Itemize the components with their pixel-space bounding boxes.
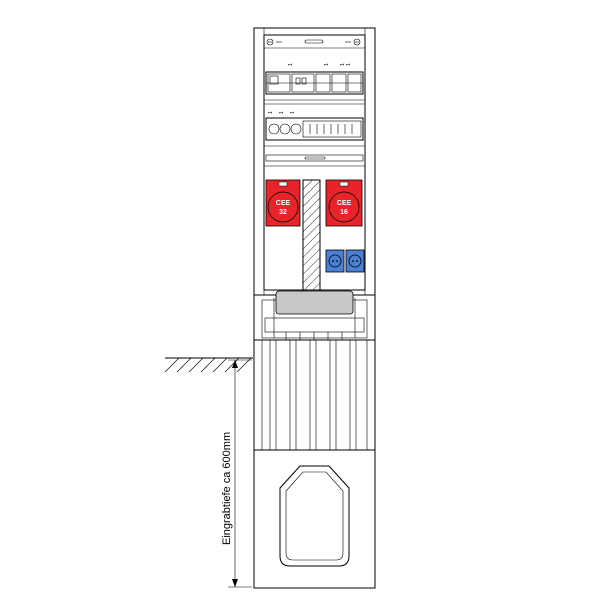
cable-gland-plate [261,290,368,340]
svg-text:1: 1 [288,63,294,66]
base-ribs [261,339,368,451]
cee-16-rating: 16 [340,209,348,216]
schuko-sockets [325,249,365,273]
depth-dimension: Eingrabtiefe ca 600mm [221,359,252,588]
svg-text:1: 1 [340,63,346,66]
svg-text:1: 1 [268,111,274,114]
svg-text:1: 1 [279,111,285,114]
svg-text:1: 1 [324,63,330,66]
cee-16-socket: CEE 16 [325,179,363,227]
cable-duct [302,179,321,293]
svg-text:1: 1 [346,63,352,66]
cee-32-socket: CEE 32 [265,179,301,227]
svg-text:1: 1 [290,111,296,114]
cee-32-label: CEE [276,200,291,207]
breaker-row-lower: 1 1 1 [264,111,365,167]
breaker-row-upper: 1 1 1 1 [264,63,365,105]
cee-32-rating: 32 [279,209,287,216]
ground-line [164,357,253,373]
cable-entry-opening [279,465,350,567]
cee-16-label: CEE [337,200,352,207]
depth-dimension-label: Eingrabtiefe ca 600mm [221,432,233,545]
